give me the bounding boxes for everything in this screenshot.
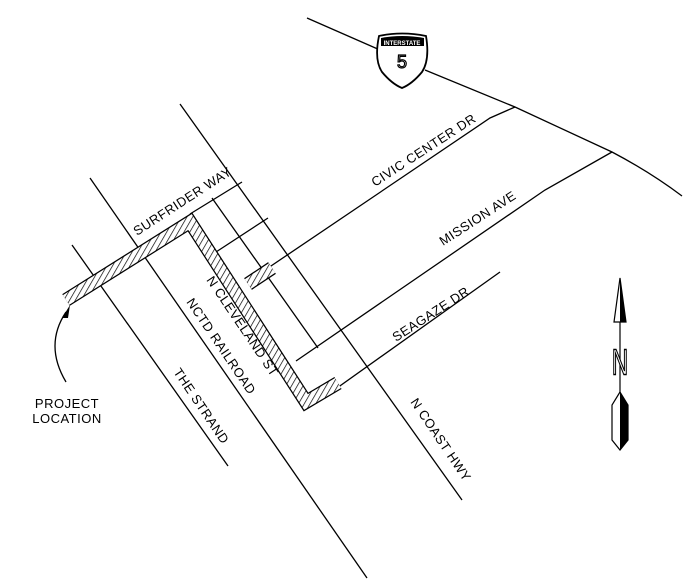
mission-ave-line [295,151,613,362]
seagaze-dr-line [336,271,501,389]
interstate-5-road [306,17,683,197]
project-leader-line [54,311,67,383]
label-project-line1: PROJECT [35,396,99,411]
surfrider-way-line [189,181,243,215]
label-seagaze-dr: SEAGAZE DR [389,284,472,345]
arrowhead-icon [62,305,70,318]
label-the-strand: THE STRAND [171,365,233,446]
label-civic-center-dr: CIVIC CENTER DR [368,111,478,190]
shield-number: 5 [397,52,407,72]
nctd-railroad-line [89,177,368,579]
n-coast-hwy-line [179,103,463,501]
north-arrow-icon: N [611,277,629,451]
project-area-hatch [62,212,342,412]
civic-center-dr-line [267,106,516,269]
label-project-line2: LOCATION [32,411,102,426]
north-letter: N [612,343,628,383]
label-mission-ave: MISSION AVE [436,188,518,249]
shield-banner: INTERSTATE [384,41,421,47]
interstate-shield-icon: INTERSTATE 5 [376,32,429,89]
cross-street-line [215,217,269,253]
